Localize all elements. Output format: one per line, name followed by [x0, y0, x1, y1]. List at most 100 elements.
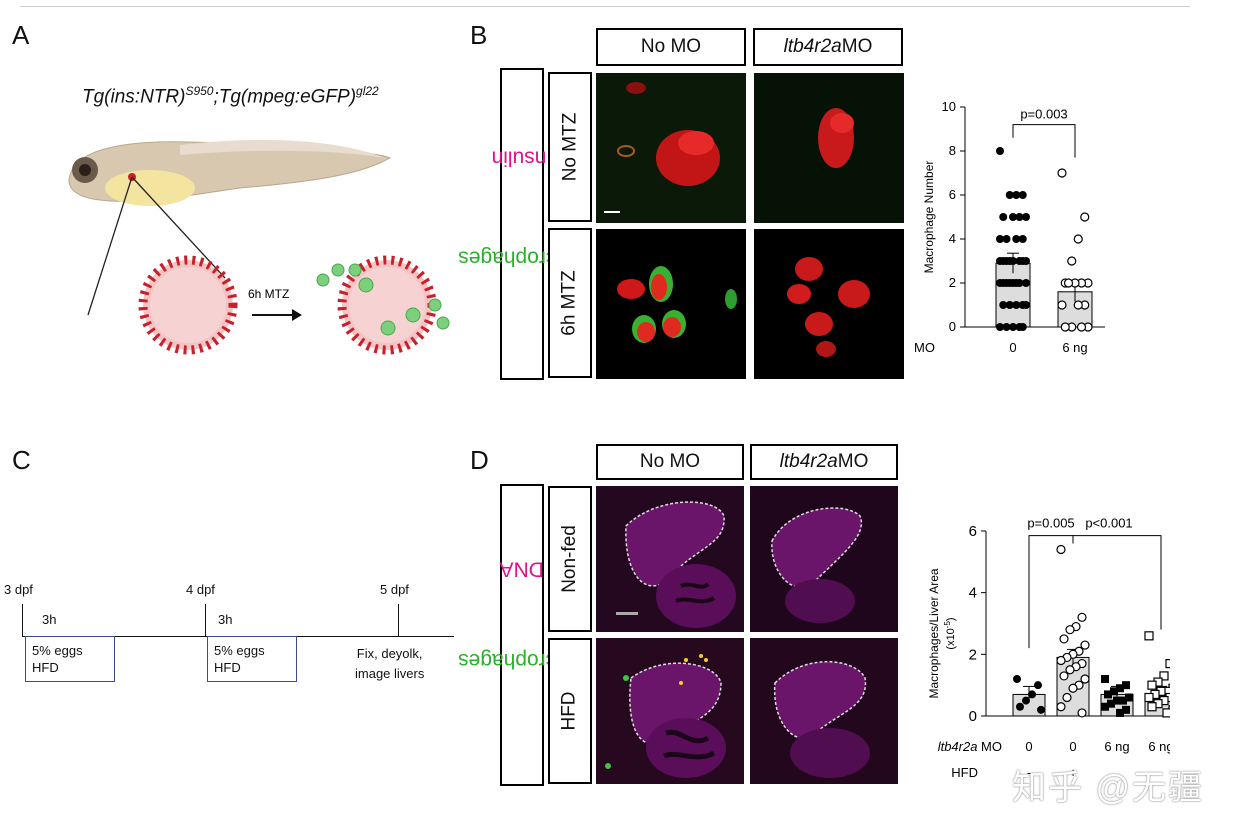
islet-before — [138, 255, 238, 355]
arrow-head — [292, 309, 302, 321]
b-stain-label: Macrophages Insulin — [458, 68, 586, 380]
data-point — [1009, 323, 1017, 331]
y-tick-label: 0 — [969, 708, 977, 725]
data-point — [1122, 705, 1130, 714]
b-image-nomo-6hmtz — [596, 229, 746, 379]
data-point — [1063, 278, 1074, 288]
c-day5: 5 dpf — [380, 582, 409, 597]
y-axis-label: Macrophage Number — [922, 161, 936, 274]
fish-pupil — [79, 164, 91, 176]
data-point — [1080, 674, 1090, 684]
data-point — [1073, 234, 1083, 244]
data-point — [1059, 634, 1069, 644]
b-col-header-no-mo: No MO — [596, 28, 746, 66]
panel-c-label: C — [12, 445, 31, 475]
data-point — [1005, 301, 1014, 309]
panel-b-label: B — [470, 20, 488, 50]
data-point — [996, 323, 1004, 331]
y-tick-label: 4 — [969, 585, 977, 602]
arrow-label: 6h MTZ — [248, 287, 289, 301]
data-point — [1165, 658, 1170, 669]
b-image-mo-nomtz — [754, 73, 904, 223]
x-category-label: 6 ng — [1104, 739, 1129, 754]
data-point — [1056, 655, 1066, 666]
yolk-sac — [105, 170, 195, 206]
data-point — [1057, 168, 1067, 178]
p-value-1: p=0.005 — [1027, 516, 1074, 531]
data-point — [1012, 301, 1021, 309]
data-point — [996, 279, 1004, 287]
zebrafish-illustration: 6h MTZ — [68, 139, 450, 355]
y-tick-label: 8 — [949, 143, 956, 158]
data-point — [996, 257, 1004, 265]
significance-bracket-2 — [1072, 535, 1162, 630]
data-point — [1065, 665, 1075, 675]
data-point — [1101, 675, 1109, 683]
data-point — [1009, 257, 1017, 265]
data-point — [1018, 323, 1027, 331]
data-point — [1056, 702, 1066, 712]
b-row-label-6h-mtz: 6h MTZ — [548, 228, 592, 378]
x-category-label: 0 — [1069, 739, 1076, 754]
data-point — [1056, 544, 1066, 555]
data-point — [1080, 640, 1090, 650]
c-tick-day4 — [205, 604, 206, 637]
significance-bracket — [1012, 124, 1076, 158]
data-point — [1022, 696, 1030, 705]
data-point — [1116, 684, 1124, 693]
b-image-nomo-nomtz — [596, 73, 746, 223]
data-point — [1080, 212, 1090, 222]
data-point — [1067, 256, 1077, 266]
data-point — [1122, 681, 1130, 690]
data-point — [1005, 191, 1014, 199]
top-rule — [20, 6, 1190, 7]
data-point — [1116, 708, 1124, 717]
data-point — [1009, 213, 1017, 221]
c-duration-1: 3h — [42, 612, 57, 627]
data-point — [1060, 322, 1070, 332]
data-point — [1147, 702, 1157, 712]
data-point — [1016, 702, 1024, 711]
d-image-nomo-hfd — [596, 638, 744, 784]
data-point — [1002, 257, 1011, 265]
c-day3: 3 dpf — [4, 582, 33, 597]
c-duration-2: 3h — [218, 612, 233, 627]
b-col-header-mo: ltb4r2a MO — [753, 28, 903, 66]
p-value-2: p<0.001 — [1085, 516, 1132, 531]
data-point — [1018, 191, 1027, 199]
data-point — [1065, 625, 1075, 635]
d-row-label-hfd: HFD — [548, 638, 592, 784]
data-point — [1159, 671, 1169, 681]
zoom-line-left — [87, 176, 133, 316]
p-value: p=0.003 — [1020, 107, 1067, 122]
data-point — [1077, 612, 1087, 622]
row-label: ltb4r2a MO — [915, 340, 935, 355]
data-point — [1125, 693, 1133, 702]
data-point — [999, 301, 1008, 309]
data-point — [1110, 687, 1118, 696]
d-stain-label: Macrophages DNA — [458, 484, 586, 786]
data-point — [1022, 301, 1030, 309]
y-tick-label: 0 — [949, 319, 956, 334]
data-point — [1013, 675, 1021, 683]
data-point — [1104, 690, 1112, 699]
y-tick-label: 10 — [942, 99, 956, 114]
b-row-label-no-mtz: No MTZ — [548, 72, 592, 222]
row-label-hfd: HFD — [951, 765, 978, 780]
panel-a-title: Tg(ins:NTR)S950;Tg(mpeg:eGFP)gl22 — [82, 84, 379, 108]
data-point — [1012, 235, 1021, 243]
d-image-mo-nonfed — [750, 486, 898, 632]
fish-fin — [180, 139, 385, 158]
data-point — [1015, 213, 1024, 221]
data-point — [1107, 699, 1115, 708]
data-point — [1018, 257, 1027, 265]
d-col-header-mo: ltb4r2a MO — [750, 444, 898, 480]
data-point — [1022, 213, 1030, 221]
x-category-label: 6 ng — [1062, 340, 1087, 355]
c-tick-day5 — [398, 604, 399, 637]
d-image-mo-hfd — [750, 638, 898, 784]
data-point — [1101, 702, 1109, 711]
watermark: 知乎 @无疆 — [1012, 769, 1204, 807]
y-tick-label: 6 — [949, 187, 956, 202]
b-image-mo-6hmtz — [754, 229, 904, 379]
